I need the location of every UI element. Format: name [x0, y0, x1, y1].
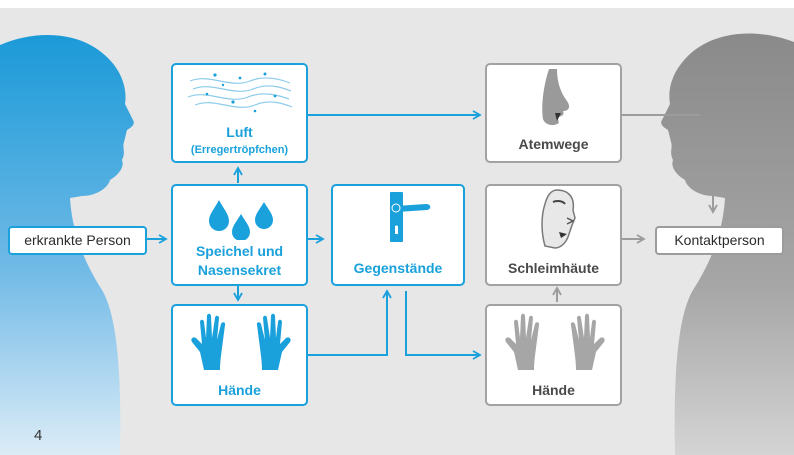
node-saliva: Speichel und Nasensekret — [171, 184, 308, 286]
door-handle-icon — [390, 192, 431, 242]
saliva-line1: Speichel und — [195, 243, 284, 259]
air-droplets-icon — [187, 72, 293, 113]
nose-profile-icon — [542, 69, 570, 126]
node-air: Luft (Erregertröpfchen) — [171, 63, 308, 163]
hands-icon — [505, 313, 605, 370]
saliva-line2: Nasensekret — [197, 262, 282, 278]
droplets-icon — [209, 200, 273, 240]
node-hands-contact: Hände — [485, 304, 622, 406]
objects-label: Gegenstände — [353, 260, 443, 276]
node-hands-sick: Hände — [171, 304, 308, 406]
hands-contact-label: Hände — [532, 382, 575, 398]
contact-person-label: Kontaktperson — [655, 226, 784, 255]
airways-label: Atemwege — [518, 136, 589, 152]
air-subtitle: (Erregertröpfchen) — [190, 144, 289, 156]
air-title: Luft — [226, 124, 253, 140]
page-number: 4 — [34, 427, 43, 444]
sick-person-label: erkrankte Person — [8, 226, 147, 255]
node-objects: Gegenstände — [331, 184, 465, 286]
face-profile-icon — [541, 189, 576, 249]
hands-sick-label: Hände — [218, 382, 261, 398]
mucosa-label: Schleimhäute — [507, 260, 600, 276]
node-mucosa: Schleimhäute — [485, 184, 622, 286]
hands-icon — [191, 313, 291, 370]
node-airways: Atemwege — [485, 63, 622, 163]
